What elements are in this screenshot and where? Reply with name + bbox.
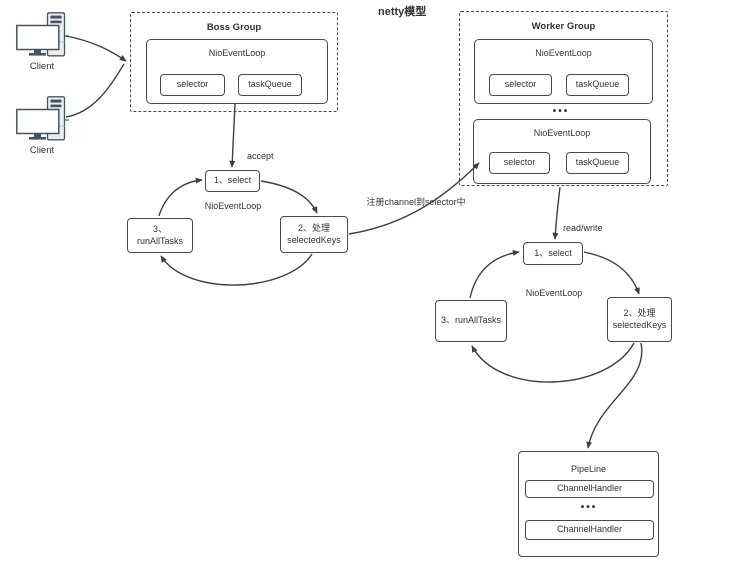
- connector-workercycle-2-to-3: [471, 342, 635, 383]
- step3-line1: 3、: [152, 223, 167, 234]
- connector-client2-to-bossgroup: [65, 63, 125, 118]
- step2-line2: selectedKeys: [612, 319, 667, 330]
- register-channel-edge-label: 注册channel到selector中: [366, 197, 466, 207]
- worker-nioeventloop-1-title: NioEventLoop: [535, 48, 592, 58]
- pipeline: PipeLine ChannelHandler ••• ChannelHandl…: [518, 451, 659, 557]
- connector-client1-to-bossgroup: [65, 35, 127, 62]
- client-computer-icon: [16, 96, 69, 141]
- pipeline-ellipsis: •••: [580, 502, 598, 513]
- connector-workercycle-1-to-2: [583, 251, 640, 295]
- boss-cycle-step1-select: 1、select: [205, 170, 260, 192]
- connector-bosscycle-3-to-1: [158, 177, 203, 217]
- worker-group: Worker Group NioEventLoop selector taskQ…: [459, 11, 668, 186]
- worker-cycle-step3-runalltasks: 3、runAllTasks: [435, 300, 507, 342]
- accept-edge-label: accept: [247, 151, 274, 161]
- worker-2-selector: selector: [489, 152, 550, 174]
- diagram-title: netty模型: [378, 6, 427, 18]
- worker-nioeventloop-1: NioEventLoop selector taskQueue: [474, 39, 653, 104]
- boss-selector: selector: [160, 74, 225, 96]
- connector-bosscycle-2-to-3: [160, 253, 313, 286]
- connector-boss-accept: [229, 103, 236, 168]
- step2-line2: selectedKeys: [287, 234, 341, 245]
- worker-cycle-label: NioEventLoop: [525, 288, 583, 298]
- worker-nioeventloop-2: NioEventLoop selector taskQueue: [473, 119, 651, 184]
- read-write-edge-label: read/write: [563, 223, 603, 233]
- boss-cycle-label: NioEventLoop: [204, 201, 262, 211]
- worker-cycle-step2-process-selectedkeys: 2、处理 selectedKeys: [607, 297, 672, 342]
- connector-workercycle-3-to-1: [469, 249, 520, 299]
- worker-1-taskqueue: taskQueue: [566, 74, 629, 96]
- worker-1-selector: selector: [489, 74, 552, 96]
- connector-bosscycle-1-to-2: [260, 180, 318, 214]
- step2-line1: 2、处理: [297, 222, 330, 233]
- boss-group: Boss Group NioEventLoop selector taskQue…: [130, 12, 338, 112]
- worker-2-taskqueue: taskQueue: [566, 152, 629, 174]
- boss-taskqueue: taskQueue: [238, 74, 302, 96]
- boss-group-title: Boss Group: [206, 22, 262, 33]
- connector-to-pipeline: [586, 342, 643, 449]
- client-label: Client: [29, 61, 55, 72]
- client-label: Client: [29, 145, 55, 156]
- connector-worker-readwrite: [552, 186, 561, 240]
- boss-cycle-step2-process-selectedkeys: 2、处理 selectedKeys: [280, 216, 348, 253]
- channel-handler: ChannelHandler: [525, 520, 654, 540]
- pipeline-title: PipeLine: [570, 464, 607, 474]
- client-computer-icon: [16, 12, 69, 57]
- step2-line1: 2、处理: [623, 307, 656, 318]
- boss-nioeventloop: NioEventLoop selector taskQueue: [146, 39, 328, 104]
- worker-ellipsis: •••: [552, 106, 570, 117]
- channel-handler: ChannelHandler: [525, 480, 654, 498]
- boss-nioeventloop-title: NioEventLoop: [208, 48, 266, 58]
- step3-line2: runAllTasks: [136, 235, 183, 246]
- worker-nioeventloop-2-title: NioEventLoop: [533, 128, 591, 138]
- worker-cycle-step1-select: 1、select: [523, 242, 583, 265]
- boss-cycle-step3-runalltasks: 3、 runAllTasks: [127, 218, 193, 253]
- worker-group-title: Worker Group: [531, 21, 596, 32]
